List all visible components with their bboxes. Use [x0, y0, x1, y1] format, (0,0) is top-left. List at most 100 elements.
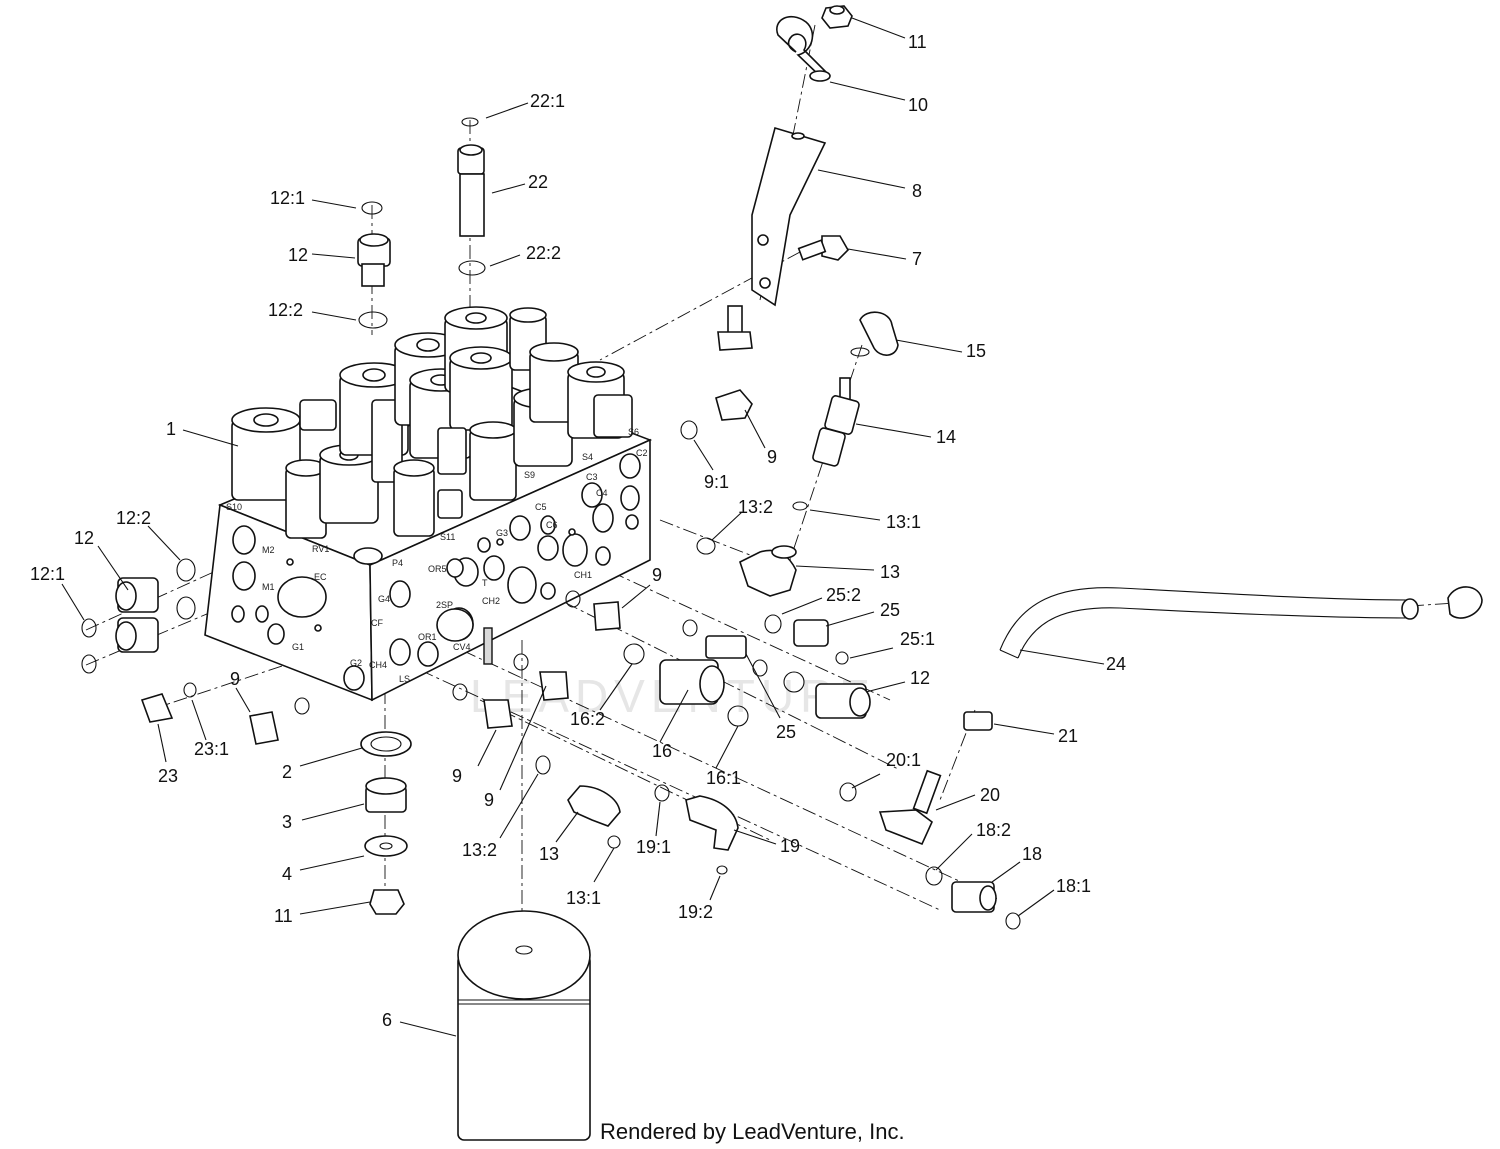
callout-16: 16 [652, 741, 672, 761]
part-12-top-adapter [357, 201, 391, 329]
callout-25-1: 25:1 [900, 629, 935, 649]
callout-1: 1 [166, 419, 176, 439]
callout-23: 23 [158, 766, 178, 786]
part-12-right-adapter [783, 671, 871, 719]
callout-12-left: 12 [74, 528, 94, 548]
part-21-sleeve [963, 711, 993, 731]
port-label-or5: OR5 [428, 564, 447, 574]
callout-4: 4 [282, 864, 292, 884]
bracket-bolt-lower [717, 305, 753, 351]
callout-2: 2 [282, 762, 292, 782]
port-label-rv1: RV1 [312, 544, 329, 554]
port-label-s6: S6 [628, 427, 639, 437]
callout-12-1-top: 12:1 [270, 188, 305, 208]
part-15-cap [850, 311, 899, 357]
valve-manifold: S10 M2 RV1 M1 EC G1 G2 P4 S11 OR5 G4 CF … [204, 306, 653, 702]
port-label-s9: S9 [524, 470, 535, 480]
callout-12-top: 12 [288, 245, 308, 265]
callout-8: 8 [912, 181, 922, 201]
port-label-p4: P4 [392, 558, 403, 568]
footer-credit: Rendered by LeadVenture, Inc. [600, 1119, 905, 1144]
callout-24: 24 [1106, 654, 1126, 674]
callout-18-2: 18:2 [976, 820, 1011, 840]
callout-15: 15 [966, 341, 986, 361]
callout-12-2-left: 12:2 [116, 508, 151, 528]
port-label-c4: C4 [596, 488, 608, 498]
callout-13-1-bottom: 13:1 [566, 888, 601, 908]
port-label-g4: G4 [378, 594, 390, 604]
port-label-cv4: CV4 [453, 642, 471, 652]
callout-25-b: 25 [776, 722, 796, 742]
leader-lines [61, 17, 1105, 1037]
callout-21: 21 [1058, 726, 1078, 746]
callout-19: 19 [780, 836, 800, 856]
callout-19-2: 19:2 [678, 902, 713, 922]
port-label-m2: M2 [262, 545, 275, 555]
part-20-elbow [839, 769, 942, 846]
callout-12-2-top: 12:2 [268, 300, 303, 320]
parts [81, 5, 1483, 1141]
part-11-top-nut [821, 5, 853, 29]
cv4-boss [436, 608, 474, 642]
callout-9-1: 9:1 [704, 472, 729, 492]
part-9-plugs-middle [249, 590, 621, 745]
callout-9-a: 9 [767, 447, 777, 467]
callout-9-c: 9 [230, 669, 240, 689]
callout-9-d: 9 [452, 766, 462, 786]
part-13-right-elbow [696, 537, 797, 597]
port-label-s10: S10 [226, 502, 242, 512]
part-14-test-fitting [792, 377, 860, 511]
callout-22-1: 22:1 [530, 91, 565, 111]
port-label-g3: G3 [496, 528, 508, 538]
callout-9-e: 9 [484, 790, 494, 810]
port-label-s11: S11 [440, 532, 455, 542]
port-label-c2: C2 [636, 448, 648, 458]
callout-22: 22 [528, 172, 548, 192]
part-13-bottom-elbow [535, 755, 621, 849]
callout-18-1: 18:1 [1056, 876, 1091, 896]
part-6-filter [457, 910, 591, 1141]
port-label-or1: OR1 [418, 632, 437, 642]
callout-13-2-bottom: 13:2 [462, 840, 497, 860]
part-23-plug [140, 682, 197, 723]
port-label-t: T [482, 578, 488, 588]
part-22-adapter [457, 117, 486, 276]
callout-10: 10 [908, 95, 928, 115]
callout-13-1-right: 13:1 [886, 512, 921, 532]
part-18-fitting [925, 866, 1021, 930]
callout-14: 14 [936, 427, 956, 447]
port-label-ch1: CH1 [574, 570, 592, 580]
callout-12-1-left: 12:1 [30, 564, 65, 584]
port-label-c5: C5 [535, 502, 547, 512]
port-label-cf: CF [371, 618, 383, 628]
callout-13-2-right: 13:2 [738, 497, 773, 517]
part-24-hose [999, 586, 1483, 659]
callout-7: 7 [912, 249, 922, 269]
part-8-bracket [751, 126, 827, 307]
part-25-fitting [764, 614, 849, 665]
callout-20-1: 20:1 [886, 750, 921, 770]
callout-19-1: 19:1 [636, 837, 671, 857]
port-label-ls: LS [399, 674, 410, 684]
callout-23-1: 23:1 [194, 739, 229, 759]
callout-11-bottom: 11 [274, 906, 293, 926]
port-label-g1: G1 [292, 642, 304, 652]
solenoid-coils [231, 306, 633, 539]
callout-13-bottom: 13 [539, 844, 559, 864]
left-face-ports [231, 525, 365, 691]
part-10-clamp [776, 16, 831, 82]
callout-3: 3 [282, 812, 292, 832]
callout-25-a: 25 [880, 600, 900, 620]
part-stack-2-3-4-11 [360, 731, 412, 915]
port-label-2sp: 2SP [436, 600, 453, 610]
part-9-plug-upper [680, 389, 753, 440]
callout-9-b: 9 [652, 565, 662, 585]
port-label-c6: C6 [546, 520, 558, 530]
part-19-elbow [654, 784, 739, 875]
callout-13-right: 13 [880, 562, 900, 582]
callout-11-top: 11 [908, 32, 927, 52]
port-label-c3: C3 [586, 472, 598, 482]
callout-12-right: 12 [910, 668, 930, 688]
